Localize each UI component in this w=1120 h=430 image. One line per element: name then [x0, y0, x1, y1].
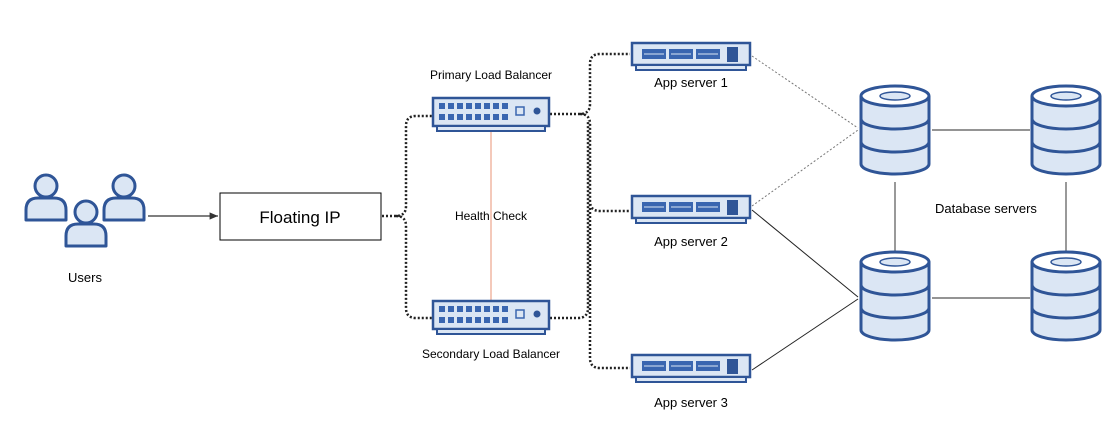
secondary-lb-label: Secondary Load Balancer: [422, 347, 560, 361]
switch-icon: [431, 96, 551, 133]
app1-to-db-link: [751, 55, 859, 129]
app-server-1: App server 1: [630, 41, 752, 90]
user-icon: [24, 173, 68, 222]
app2-to-db-link: [751, 129, 859, 207]
primary-lb-label: Primary Load Balancer: [430, 68, 552, 82]
database-icon: [1030, 250, 1102, 342]
server-icon: [630, 353, 752, 384]
server-icon: [630, 41, 752, 72]
secondary-load-balancer: Secondary Load Balancer: [422, 299, 560, 361]
user-icon: [102, 173, 146, 222]
app-server-label: App server 2: [654, 234, 728, 249]
app-server-label: App server 3: [654, 395, 728, 410]
connectors: [148, 52, 1067, 371]
floating-ip-label: Floating IP: [259, 208, 340, 227]
health-check-label: Health Check: [455, 209, 528, 223]
users-group: Users: [24, 173, 146, 285]
app-server-3: App server 3: [630, 353, 752, 410]
database-icon: [1030, 84, 1102, 176]
server-icon: [630, 194, 752, 225]
app-server-2: App server 2: [630, 194, 752, 249]
floating-ip-to-lb-connector: [382, 114, 434, 320]
secondary-lb-to-app-servers-connector: [550, 120, 590, 320]
primary-load-balancer: Primary Load Balancer: [430, 68, 552, 133]
database-servers-label: Database servers: [935, 201, 1037, 216]
database-icon: [859, 250, 931, 342]
app2-to-db2-link: [751, 209, 859, 298]
user-icon: [64, 199, 108, 248]
database-icon: [859, 84, 931, 176]
database-cluster: Database servers: [859, 84, 1102, 342]
primary-lb-to-app-servers-connector: [550, 52, 630, 370]
switch-icon: [431, 299, 551, 336]
app-server-label: App server 1: [654, 75, 728, 90]
floating-ip-box: Floating IP: [219, 192, 382, 241]
app3-to-db2-link: [751, 298, 859, 371]
users-label: Users: [68, 270, 102, 285]
